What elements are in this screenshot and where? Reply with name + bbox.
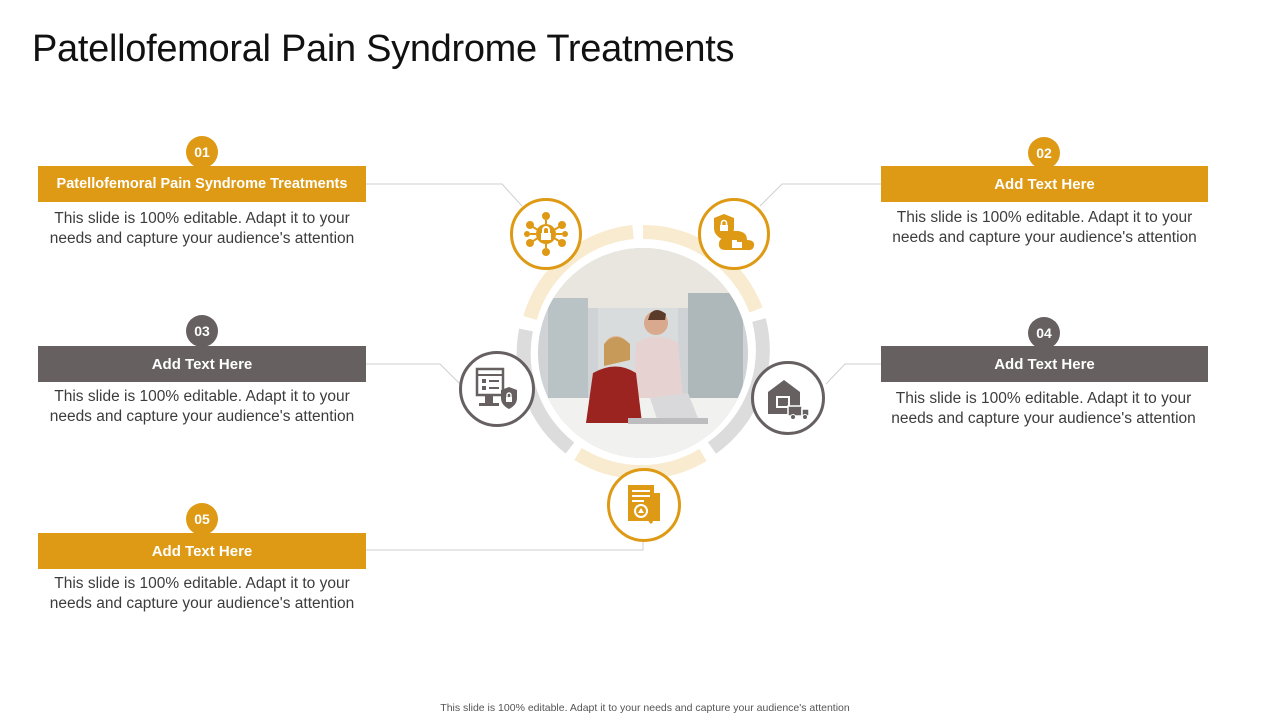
- footer-note: This slide is 100% editable. Adapt it to…: [440, 702, 850, 714]
- connector-line-03: [366, 363, 463, 387]
- cloud-security-icon: [698, 198, 770, 270]
- connector-line-01: [366, 183, 523, 207]
- connector-line-04: [825, 363, 881, 385]
- item-05-text: This slide is 100% editable. Adapt it to…: [49, 575, 355, 612]
- item-01-heading: Patellofemoral Pain Syndrome Treatments: [38, 166, 366, 202]
- item-02-text: This slide is 100% editable. Adapt it to…: [892, 209, 1197, 246]
- item-04-number: 04: [1028, 317, 1060, 349]
- item-03-text: This slide is 100% editable. Adapt it to…: [49, 388, 355, 425]
- item-05-heading: Add Text Here: [38, 533, 366, 569]
- computer-security-icon: [459, 351, 535, 427]
- item-02-number: 02: [1028, 137, 1060, 169]
- page-title: Patellofemoral Pain Syndrome Treatments: [32, 28, 735, 70]
- item-05-number: 05: [186, 503, 218, 535]
- warehouse-delivery-icon: [751, 361, 825, 435]
- center-photo: [538, 248, 748, 458]
- network-lock-icon: [510, 198, 582, 270]
- item-01-text: This slide is 100% editable. Adapt it to…: [49, 210, 355, 247]
- item-01-number: 01: [186, 136, 218, 168]
- item-04-text: This slide is 100% editable. Adapt it to…: [891, 390, 1196, 427]
- item-04-heading: Add Text Here: [881, 346, 1208, 382]
- item-03-heading: Add Text Here: [38, 346, 366, 382]
- item-03-number: 03: [186, 315, 218, 347]
- item-02-heading: Add Text Here: [881, 166, 1208, 202]
- connector-line-05: [366, 540, 644, 551]
- connector-line-02: [759, 183, 881, 207]
- document-search-icon: [607, 468, 681, 542]
